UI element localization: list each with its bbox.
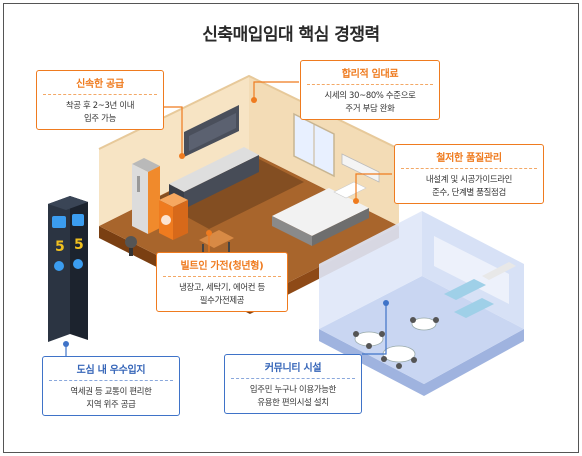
callout-head: 합리적 임대료 <box>307 65 433 85</box>
subway-station-sign-icon: 5 5 <box>48 196 88 342</box>
diagram-frame: 5 5 신축매입임대 핵심 경쟁력 신속한 공급 착공 후 2~3년 이내 <box>3 3 579 453</box>
callout-head: 커뮤니티 시설 <box>231 359 355 379</box>
callout-community: 커뮤니티 시설 입주민 누구나 이용가능한 유용한 편의시설 설치 <box>224 354 362 414</box>
svg-text:5: 5 <box>74 237 84 253</box>
leader-lines <box>65 81 392 359</box>
callout-body: 시세의 30~80% 수준으로 주거 부담 완화 <box>324 90 416 113</box>
callout-location: 도심 내 우수입지 역세권 등 교통이 편리한 지역 위주 공급 <box>42 356 180 416</box>
callout-fast-supply: 신속한 공급 착공 후 2~3년 이내 입주 가능 <box>36 70 164 130</box>
callout-head: 신속한 공급 <box>43 75 157 95</box>
callout-quality: 철저한 품질관리 내설계 및 시공가이드라인 준수, 단계별 품질점검 <box>394 144 544 204</box>
community-left-wall <box>319 211 422 329</box>
community-room <box>319 211 524 396</box>
svg-text:5: 5 <box>55 239 65 255</box>
diagram-title: 신축매입임대 핵심 경쟁력 <box>202 25 380 45</box>
window <box>293 112 335 178</box>
callout-head: 도심 내 우수입지 <box>49 361 173 381</box>
refrigerator <box>132 158 160 234</box>
upper-cabinets <box>184 105 239 157</box>
callout-head: 빌트인 가전(청년형) <box>163 257 281 277</box>
callout-body: 역세권 등 교통이 편리한 지역 위주 공급 <box>70 386 152 409</box>
air-conditioner <box>341 153 380 183</box>
callout-head: 철저한 품질관리 <box>401 149 537 169</box>
callout-body: 입주민 누구나 이용가능한 유용한 편의시설 설치 <box>249 384 337 407</box>
leader-dot-icon <box>63 97 389 347</box>
washing-machine <box>159 193 188 240</box>
callout-body: 착공 후 2~3년 이내 입주 가능 <box>65 100 135 123</box>
scene-illustration: 5 5 <box>48 74 524 396</box>
callout-reasonable-rent: 합리적 임대료 시세의 30~80% 수준으로 주거 부담 완화 <box>300 60 440 120</box>
callout-body: 냉장고, 세탁기, 에어컨 등 필수가전제공 <box>179 282 265 305</box>
bed <box>272 181 369 246</box>
community-sofas <box>444 262 516 318</box>
callout-body: 내설계 및 시공가이드라인 준수, 단계별 품질점검 <box>425 174 513 197</box>
desk-chair <box>125 230 234 256</box>
callout-appliances: 빌트인 가전(청년형) 냉장고, 세탁기, 에어컨 등 필수가전제공 <box>156 252 288 312</box>
